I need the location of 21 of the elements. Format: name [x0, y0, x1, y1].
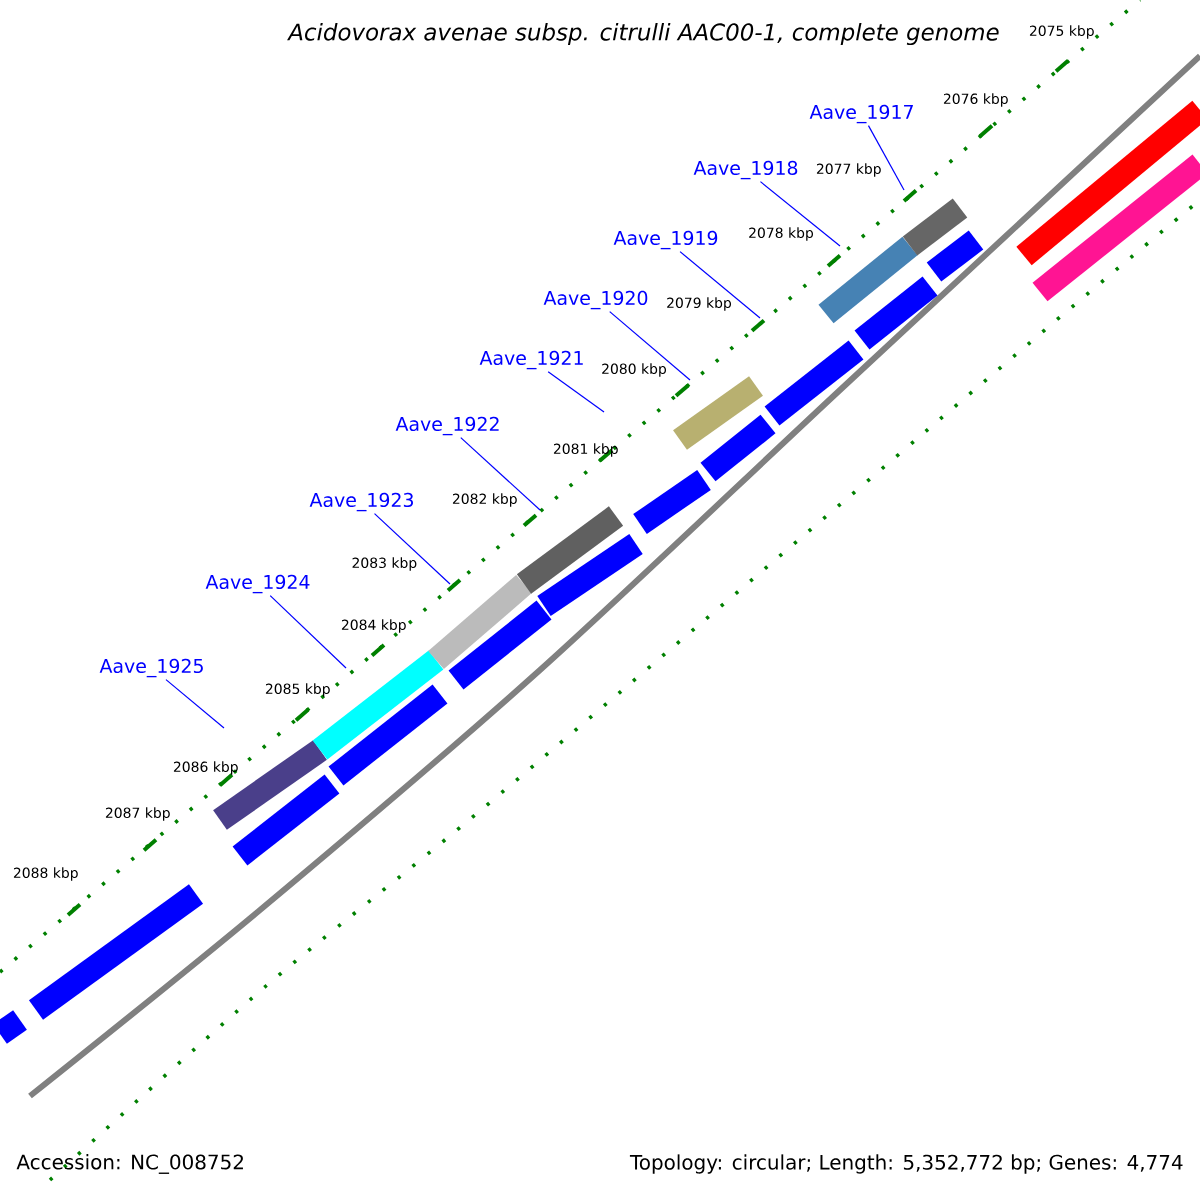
leader-line: [547, 371, 605, 413]
gene-label: Aave_1919: [613, 230, 718, 250]
leader-line: [165, 679, 225, 729]
genome-info-text: Topology: circular; Length: 5,352,772 bp; Genes: 4,774: [629, 1154, 1183, 1174]
title: Acidovorax avenae subsp. citrulli AAC00-1, complete genome: [287, 22, 999, 46]
gene-label: Aave_1925: [99, 658, 203, 678]
gene-label: Aave_1921: [479, 350, 583, 370]
leader-line: [609, 311, 691, 381]
leader-line: [460, 437, 541, 511]
leader-line: [373, 513, 451, 585]
leader-line: [867, 125, 905, 191]
gene-label: Aave_1923: [309, 492, 413, 512]
leader-line: [679, 251, 761, 319]
gene-label: Aave_1920: [543, 290, 648, 310]
leader-line: [759, 181, 841, 247]
gene-label: Aave_1917: [809, 104, 913, 124]
accession-text: Accession: NC_008752: [16, 1154, 243, 1174]
gene-label: Aave_1922: [395, 416, 499, 436]
gene-label: Aave_1918: [693, 160, 798, 180]
leader-line: [269, 595, 347, 669]
gene-label: Aave_1924: [205, 574, 310, 594]
